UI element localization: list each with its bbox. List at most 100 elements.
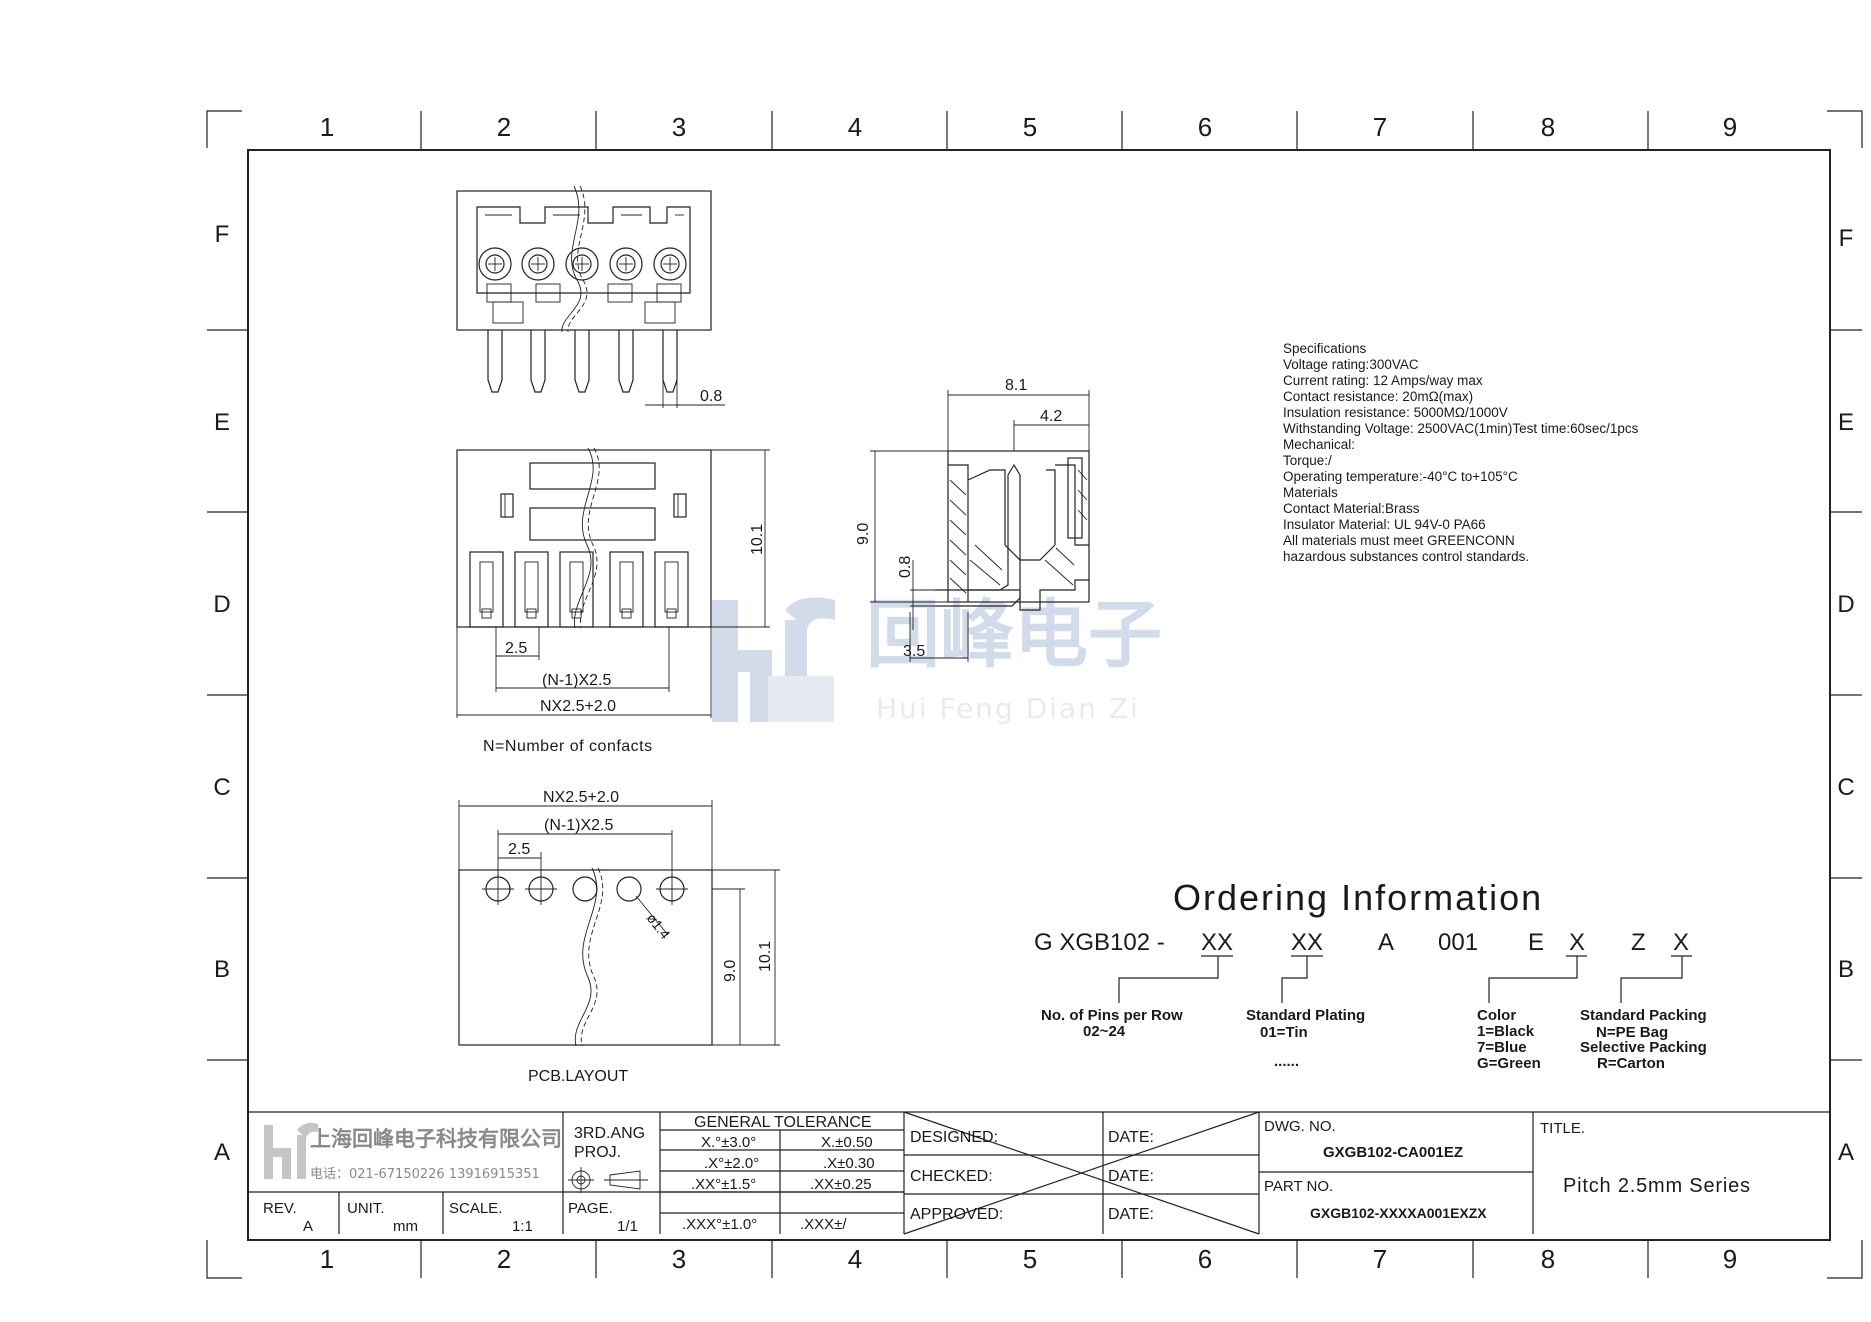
dim-pcb-overall: NX2.5+2.0: [543, 789, 619, 806]
rev-value: A: [303, 1218, 313, 1235]
row-label: D: [1837, 591, 1854, 618]
dim-pcb-10: 10.1: [757, 941, 774, 972]
col-label: 6: [1198, 1244, 1212, 1274]
spec-line: Specifications: [1283, 341, 1367, 356]
col-label: 4: [848, 112, 862, 142]
column-labels-bottom: 1 2 3 4 5 6 7 8 9: [320, 1244, 1737, 1274]
part-no-label: PART NO.: [1264, 1178, 1333, 1195]
code-z: Z: [1631, 929, 1646, 956]
front-view: 0.8: [456, 185, 725, 408]
scale-label: SCALE.: [449, 1200, 502, 1217]
code-001: 001: [1438, 929, 1478, 956]
row-label: F: [215, 221, 230, 248]
note-contacts: N=Number of confacts: [483, 738, 653, 755]
rev-label: REV.: [263, 1200, 297, 1217]
code-prefix: G XGB102 -: [1034, 929, 1165, 956]
col-label: 8: [1541, 1244, 1555, 1274]
dim-overall-length: NX2.5+2.0: [540, 698, 616, 715]
watermark: 回峰电子 Hui Feng Dian Zi: [712, 592, 1162, 725]
spec-line: Withstanding Voltage: 2500VAC(1min)Test …: [1283, 421, 1639, 436]
tol-angle-0: X.°±3.0°: [701, 1134, 756, 1151]
designed-label: DESIGNED:: [910, 1129, 998, 1146]
spec-line: hazardous substances control standards.: [1283, 549, 1529, 564]
approved-label: APPROVED:: [910, 1206, 1003, 1223]
tol-angle-2: .XX°±1.5°: [691, 1176, 756, 1193]
tol-linear-1: .X±0.30: [823, 1155, 875, 1172]
specifications: Specifications Voltage rating:300VAC Cur…: [1283, 341, 1639, 564]
watermark-pinyin: Hui Feng Dian Zi: [876, 692, 1140, 725]
dim-side-offset: 4.2: [1040, 408, 1062, 425]
pins-label: No. of Pins per Row: [1041, 1007, 1183, 1024]
code-color: X: [1569, 929, 1585, 956]
packing-carton: R=Carton: [1597, 1055, 1665, 1072]
col-label: 7: [1373, 112, 1387, 142]
spec-line: Torque:/: [1283, 453, 1332, 468]
dim-pin-offset: 3.5: [903, 643, 925, 660]
row-label: B: [214, 956, 230, 983]
col-label: 3: [672, 112, 686, 142]
spec-line: Current rating: 12 Amps/way max: [1283, 373, 1483, 388]
row-label: B: [1838, 956, 1854, 983]
pcb-layout-label: PCB.LAYOUT: [528, 1068, 628, 1085]
dim-side-width: 8.1: [1005, 377, 1027, 394]
contact-slots: [469, 551, 689, 628]
row-label: A: [1838, 1139, 1854, 1166]
code-e: E: [1528, 929, 1544, 956]
col-label: 7: [1373, 1244, 1387, 1274]
pins-range: 02~24: [1083, 1023, 1126, 1040]
spec-line: Materials: [1283, 485, 1338, 500]
row-label: A: [214, 1139, 230, 1166]
tol-linear-0: X.±0.50: [821, 1134, 873, 1151]
scale-value: 1:1: [512, 1218, 533, 1235]
col-label: 2: [497, 112, 511, 142]
spec-line: Contact resistance: 20mΩ(max): [1283, 389, 1473, 404]
watermark-logo: [712, 597, 835, 722]
tol-linear-3: .XXX±/: [800, 1216, 847, 1233]
dwg-no: GXGB102-CA001EZ: [1323, 1144, 1463, 1161]
col-label: 8: [1541, 112, 1555, 142]
col-label: 9: [1723, 1244, 1737, 1274]
pins: [487, 330, 678, 393]
ordering-title: Ordering Information: [1173, 877, 1543, 918]
col-label: 1: [320, 112, 334, 142]
packing-pe: N=PE Bag: [1596, 1024, 1668, 1041]
title-label: TITLE.: [1540, 1120, 1585, 1137]
code-pins: XX: [1201, 929, 1233, 956]
tolerance-title: GENERAL TOLERANCE: [694, 1114, 872, 1131]
date-label: DATE:: [1108, 1206, 1154, 1223]
packing-label: Standard Packing: [1580, 1007, 1707, 1024]
row-label: F: [1839, 225, 1854, 252]
page-value: 1/1: [617, 1218, 638, 1235]
pin-circles: [478, 247, 687, 281]
title-block: 上海回峰电子科技有限公司 电话：021-67150226 13916915351…: [248, 1111, 1830, 1235]
row-label: C: [213, 774, 230, 801]
col-label: 9: [1723, 112, 1737, 142]
row-labels-left: F E D C B A: [213, 221, 230, 1166]
row-label: E: [1838, 409, 1854, 436]
color-green: G=Green: [1477, 1055, 1541, 1072]
tol-angle-3: .XXX°±1.0°: [682, 1216, 757, 1233]
projection-label-2: PROJ.: [574, 1144, 621, 1161]
dim-pcb-9: 9.0: [722, 960, 739, 982]
dim-pin-width: 0.8: [700, 388, 722, 405]
col-label: 5: [1023, 1244, 1037, 1274]
row-labels-right: F E D C B A: [1837, 225, 1854, 1166]
company-name: 上海回峰电子科技有限公司: [310, 1127, 562, 1151]
code-a: A: [1378, 929, 1394, 956]
tol-linear-2: .XX±0.25: [810, 1176, 872, 1193]
company-phone: 电话：021-67150226 13916915351: [310, 1167, 540, 1182]
ordering-information: Ordering Information G XGB102 - XX XX A …: [1034, 877, 1707, 1072]
date-label: DATE:: [1108, 1168, 1154, 1185]
row-label: C: [1837, 774, 1854, 801]
spec-line: Insulator Material: UL 94V-0 PA66: [1283, 517, 1486, 532]
col-label: 2: [497, 1244, 511, 1274]
plating-more: ......: [1274, 1053, 1299, 1070]
spec-line: Contact Material:Brass: [1283, 501, 1420, 516]
dim-pin-thickness: 0.8: [897, 556, 914, 578]
checked-label: CHECKED:: [910, 1168, 993, 1185]
pcb-layout-view: ø1.4 NX2.5+2.0 (N-1)X2.5 2.5 9.0 10.1 PC…: [458, 789, 780, 1085]
color-black: 1=Black: [1477, 1023, 1535, 1040]
plating-val: 01=Tin: [1260, 1024, 1308, 1041]
row-label: D: [213, 591, 230, 618]
